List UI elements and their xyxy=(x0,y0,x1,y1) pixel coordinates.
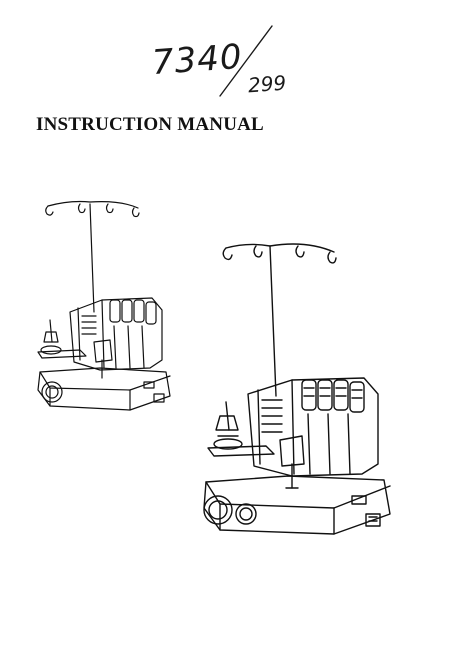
serger-machine-large-icon xyxy=(203,243,391,535)
handwritten-slash-icon xyxy=(219,25,273,97)
handwritten-sub-number: 299 xyxy=(247,70,287,98)
serger-machine-small-icon xyxy=(37,200,171,411)
page-title: INSTRUCTION MANUAL xyxy=(36,114,264,135)
